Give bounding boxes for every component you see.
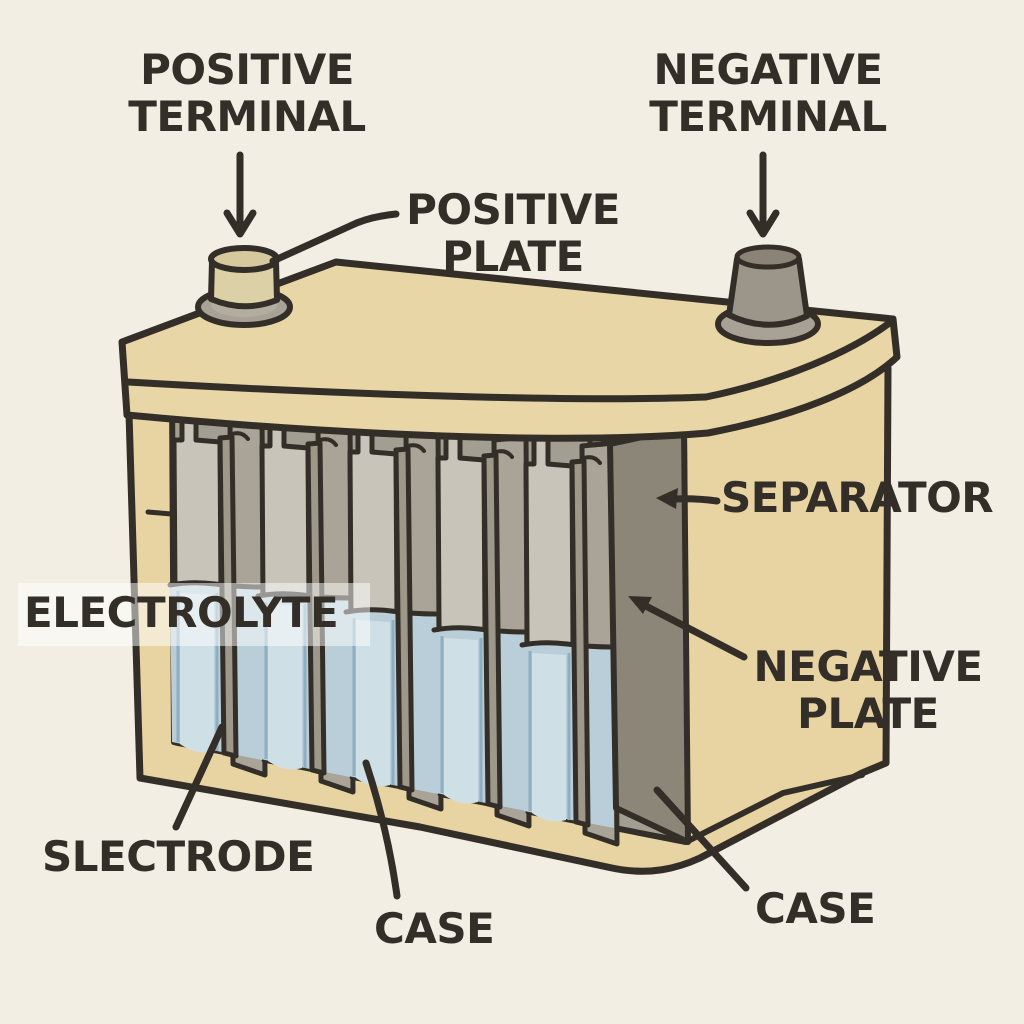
plate-tick [582,455,602,465]
terminal-top [208,245,280,273]
liquid-edge-line [528,651,571,820]
terminal-top [734,244,802,270]
separator-leader [670,495,721,505]
terminal-post [208,258,280,310]
liquid-edge-line [440,636,483,802]
label-line: TERMINAL [649,92,887,141]
label-separator: SEPARATOR [721,473,994,522]
plate-tick [318,437,338,447]
label-negative-plate: NEGATIVE PLATE [753,642,983,738]
electrode-leader [172,723,226,831]
plate-bottom-through-liquid [532,653,566,822]
positive-terminal-arrow [223,151,257,238]
label-line: POSITIVE [140,45,354,94]
separator-strip [569,458,591,828]
separator-strip [481,452,503,810]
label-line: SLECTRODE [42,832,315,881]
label-positive-plate: POSITIVE PLATE [406,186,620,280]
separator-strip [393,446,415,793]
plate-tick [230,431,250,441]
label-electrode: SLECTRODE [42,832,315,881]
case-side-leader [653,786,750,892]
label-line: NEGATIVE [653,45,883,94]
label-case-front: CASE [374,904,495,953]
separator-strips [217,434,591,828]
positive-terminal-shape [195,245,293,328]
label-case-side: CASE [755,884,876,933]
plate-tick [406,443,426,453]
label-line: PLATE [797,689,939,738]
liquid-surface-line [519,640,615,650]
label-positive-terminal: POSITIVE TERMINAL [128,46,366,140]
lid-front-edge [124,317,896,403]
label-line: PLATE [442,232,584,281]
plate-bottom-through-liquid [444,638,478,804]
liquid-surface-line [431,625,527,635]
label-line: CASE [374,904,495,953]
label-negative-terminal: NEGATIVE TERMINAL [649,46,887,140]
label-line: POSITIVE [406,185,620,234]
negative-terminal-arrow [746,151,780,238]
label-line: SEPARATOR [721,473,994,522]
negative-terminal-shape [715,244,821,346]
label-line: ELECTROLYTE [24,588,339,637]
case-front-leader [362,759,401,900]
label-line: TERMINAL [128,92,366,141]
battery-lid [118,258,901,442]
plate-bottom-through-liquid [356,620,390,787]
label-electrolyte: ELECTROLYTE [24,588,339,637]
negative-plate-arrowhead [628,596,652,614]
separator-arrowhead [656,488,678,509]
plate-tick [494,449,514,459]
negative-plate-leader [636,599,748,661]
label-line: NEGATIVE [753,642,983,691]
positive-plate-leader [269,210,400,265]
case-bottom-edge [683,772,865,845]
leader-lines [172,151,780,900]
electrolyte-label-band [18,583,370,646]
label-line: CASE [755,884,876,933]
